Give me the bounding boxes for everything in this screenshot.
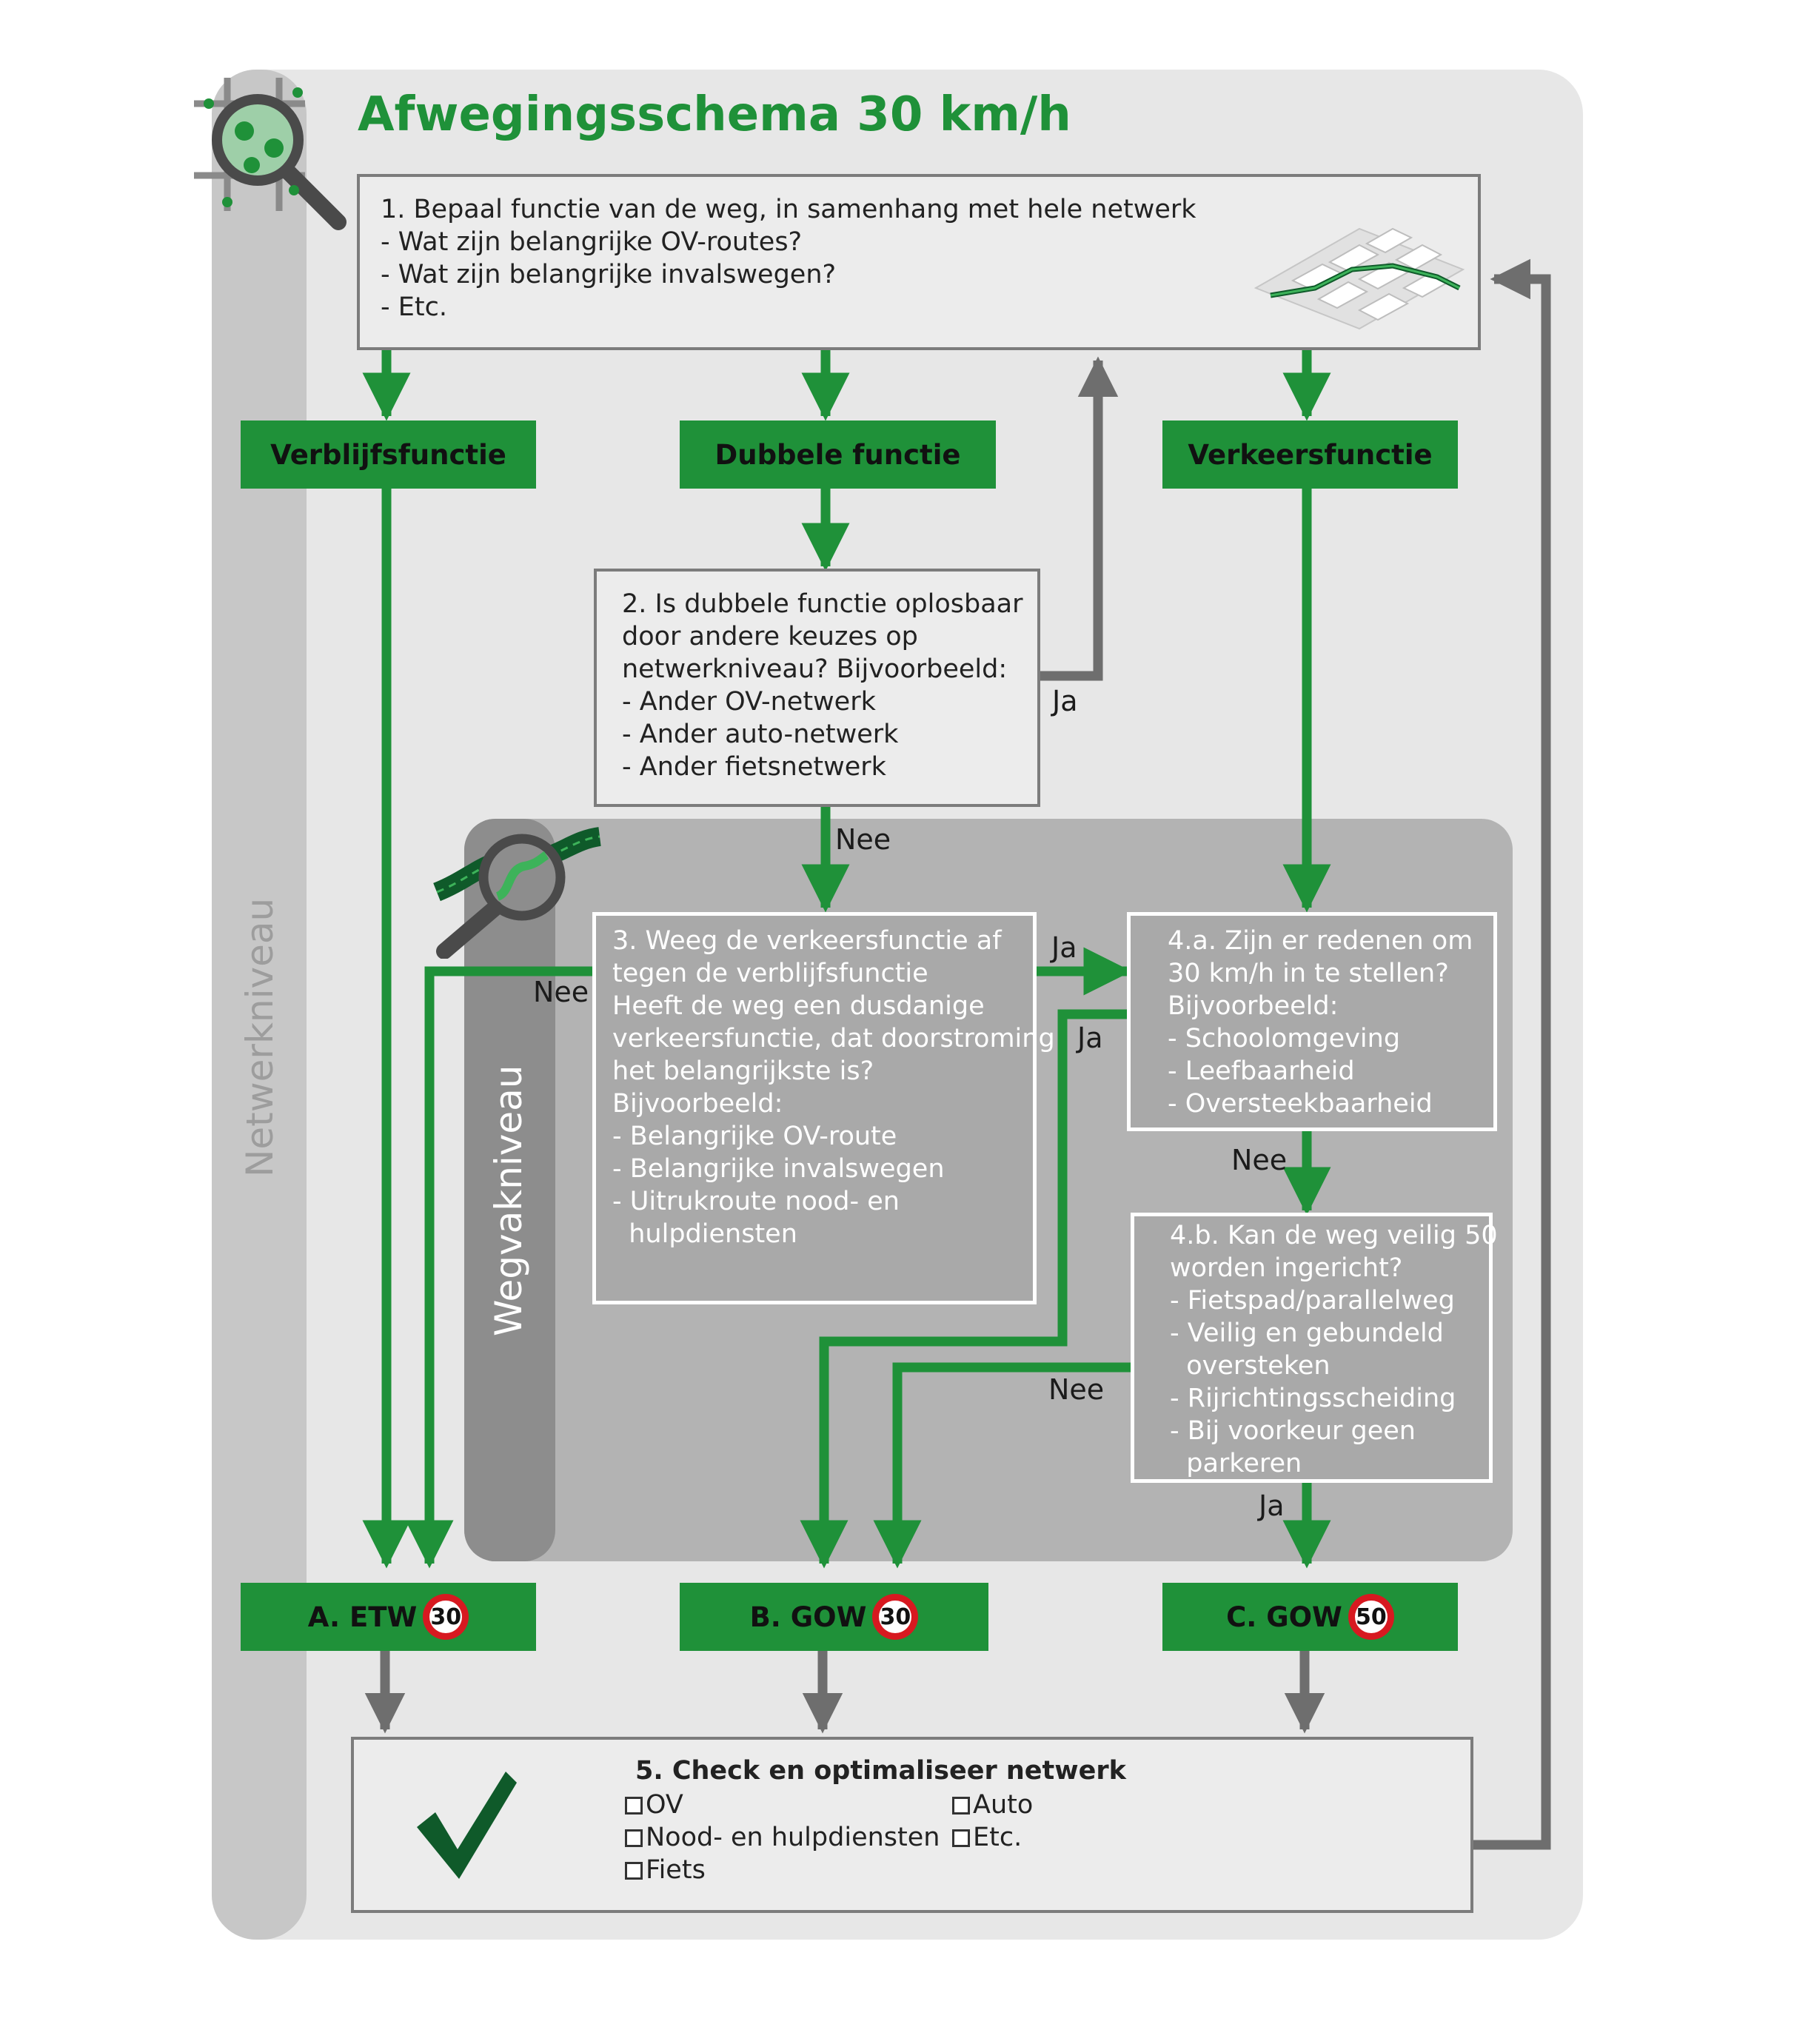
edge-label-step4a-nee: Nee (1231, 1144, 1288, 1176)
magnifier-network-icon (194, 78, 347, 230)
step4b-line: parkeren (1170, 1449, 1302, 1478)
step2-box: 2. Is dubbele functie oplosbaar door and… (594, 569, 1040, 807)
outcome-label: C. GOW (1226, 1601, 1342, 1633)
function-label: Verkeersfunctie (1188, 438, 1433, 471)
step3-line: - Belangrijke invalswegen (612, 1154, 945, 1184)
function-dubbele-functie: Dubbele functie (680, 420, 996, 489)
checkbox-icon[interactable] (952, 1829, 970, 1847)
check-item-label: Fiets (646, 1855, 706, 1885)
check-item-ov[interactable]: OV (625, 1789, 683, 1821)
step4b-line: - Veilig en gebundeld (1170, 1318, 1444, 1348)
step3-line: - Belangrijke OV-route (612, 1122, 897, 1151)
step4b-text: 4.b. Kan de weg veilig 50 worden ingeric… (1170, 1219, 1498, 1480)
step3-line: hulpdiensten (612, 1219, 797, 1249)
step4a-line: - Schoolomgeving (1168, 1024, 1401, 1053)
check-item-label: Nood- en hulpdiensten (646, 1823, 940, 1852)
outcome-b-gow: B. GOW 30 (680, 1583, 988, 1651)
check-item-fiets[interactable]: Fiets (625, 1854, 706, 1886)
check-item-label: OV (646, 1790, 683, 1820)
step4a-line: - Leefbaarheid (1168, 1056, 1355, 1086)
step3-box: 3. Weeg de verkeersfunctie af tegen de v… (592, 912, 1055, 1304)
step2-line: netwerkniveau? Bijvoorbeeld: (622, 654, 1008, 684)
step2-line: 2. Is dubbele functie oplosbaar (622, 589, 1023, 619)
step4b-line: - Fietspad/parallelweg (1170, 1286, 1455, 1316)
speed-value: 30 (429, 1601, 463, 1633)
checkbox-icon[interactable] (625, 1829, 643, 1847)
step1-line: 1. Bepaal functie van de weg, in samenha… (381, 195, 1196, 224)
step1-text: 1. Bepaal functie van de weg, in samenha… (381, 193, 1196, 324)
step4b-line: - Rijrichtingsscheiding (1170, 1384, 1456, 1413)
speed-sign-icon: 50 (1348, 1594, 1394, 1640)
step3-line: - Uitrukroute nood- en (612, 1187, 900, 1216)
edge-label-step3-nee: Nee (533, 976, 589, 1008)
network-level-label: Netwerkniveau (238, 897, 281, 1177)
step4a-box: 4.a. Zijn er redenen om 30 km/h in te st… (1127, 912, 1497, 1131)
edge-label-step2-ja: Ja (1052, 685, 1078, 717)
step4a-line: Bijvoorbeeld: (1168, 991, 1339, 1021)
city-map-icon (1254, 227, 1465, 330)
outcome-a-etw: A. ETW 30 (241, 1583, 536, 1651)
step3-line: verkeersfunctie, dat doorstroming (612, 1024, 1055, 1053)
step2-line: - Ander auto-netwerk (622, 720, 899, 749)
checkbox-icon[interactable] (625, 1797, 643, 1815)
check-item-auto[interactable]: Auto (952, 1789, 1033, 1821)
step1-box: 1. Bepaal functie van de weg, in samenha… (357, 174, 1481, 350)
step3-line: tegen de verblijfsfunctie (612, 959, 928, 988)
check-item-nood-hulpdiensten[interactable]: Nood- en hulpdiensten (625, 1821, 940, 1854)
step5-title: 5. Check en optimaliseer netwerk (635, 1756, 1126, 1786)
edge-label-step3-ja: Ja (1051, 931, 1077, 964)
step3-line: het belangrijkste is? (612, 1056, 874, 1086)
function-verblijfsfunctie: Verblijfsfunctie (241, 420, 536, 489)
edge-label-step4b-nee: Nee (1048, 1373, 1105, 1406)
speed-sign-icon: 30 (872, 1594, 919, 1640)
function-label: Verblijfsfunctie (270, 438, 506, 471)
checkbox-icon[interactable] (625, 1862, 643, 1880)
page-title: Afwegingsschema 30 km/h (358, 87, 1071, 142)
step3-text: 3. Weeg de verkeersfunctie af tegen de v… (612, 925, 1055, 1250)
check-item-label: Auto (973, 1790, 1034, 1820)
step4b-line: oversteken (1170, 1351, 1331, 1381)
function-verkeersfunctie: Verkeersfunctie (1162, 420, 1458, 489)
step3-line: Bijvoorbeeld: (612, 1089, 783, 1119)
step2-line: - Ander OV-netwerk (622, 687, 876, 717)
step4a-line: - Oversteekbaarheid (1168, 1089, 1433, 1119)
edge-label-step4a-ja: Ja (1077, 1022, 1103, 1054)
step3-line: Heeft de weg een dusdanige (612, 991, 985, 1021)
speed-value: 50 (1354, 1601, 1388, 1633)
road-section-band (464, 819, 555, 1561)
outcome-label: B. GOW (749, 1601, 867, 1633)
edge-label-step4b-ja: Ja (1259, 1490, 1285, 1522)
step4a-line: 30 km/h in te stellen? (1168, 959, 1449, 988)
step4a-line: 4.a. Zijn er redenen om (1168, 926, 1473, 956)
edge-label-step2-nee: Nee (835, 823, 891, 856)
step2-text: 2. Is dubbele functie oplosbaar door and… (622, 588, 1023, 783)
step1-line: - Wat zijn belangrijke OV-routes? (381, 227, 803, 257)
outcome-label: A. ETW (307, 1601, 418, 1633)
step2-line: - Ander fietsnetwerk (622, 752, 886, 782)
step3-line: 3. Weeg de verkeersfunctie af (612, 926, 1002, 956)
step1-line: - Etc. (381, 292, 447, 322)
function-label: Dubbele functie (714, 438, 961, 471)
checkmark-icon (417, 1772, 517, 1879)
step4b-line: 4.b. Kan de weg veilig 50 (1170, 1221, 1498, 1250)
network-level-band (212, 70, 307, 1940)
step2-line: door andere keuzes op (622, 622, 918, 651)
step4b-line: - Bij voorkeur geen (1170, 1416, 1416, 1446)
speed-sign-icon: 30 (423, 1594, 469, 1640)
magnifier-road-icon (432, 827, 602, 959)
outcome-c-gow: C. GOW 50 (1162, 1583, 1458, 1651)
check-item-label: Etc. (973, 1823, 1022, 1852)
step4a-text: 4.a. Zijn er redenen om 30 km/h in te st… (1168, 925, 1473, 1120)
step5-box: 5. Check en optimaliseer netwerk OV Nood… (351, 1737, 1473, 1913)
step1-line: - Wat zijn belangrijke invalswegen? (381, 260, 837, 289)
step4b-box: 4.b. Kan de weg veilig 50 worden ingeric… (1131, 1213, 1498, 1483)
checkbox-icon[interactable] (952, 1797, 970, 1815)
check-item-etc[interactable]: Etc. (952, 1821, 1022, 1854)
step4b-line: worden ingericht? (1170, 1253, 1403, 1283)
road-section-level-label: Wegvakniveau (487, 1065, 530, 1336)
speed-value: 30 (879, 1601, 912, 1633)
